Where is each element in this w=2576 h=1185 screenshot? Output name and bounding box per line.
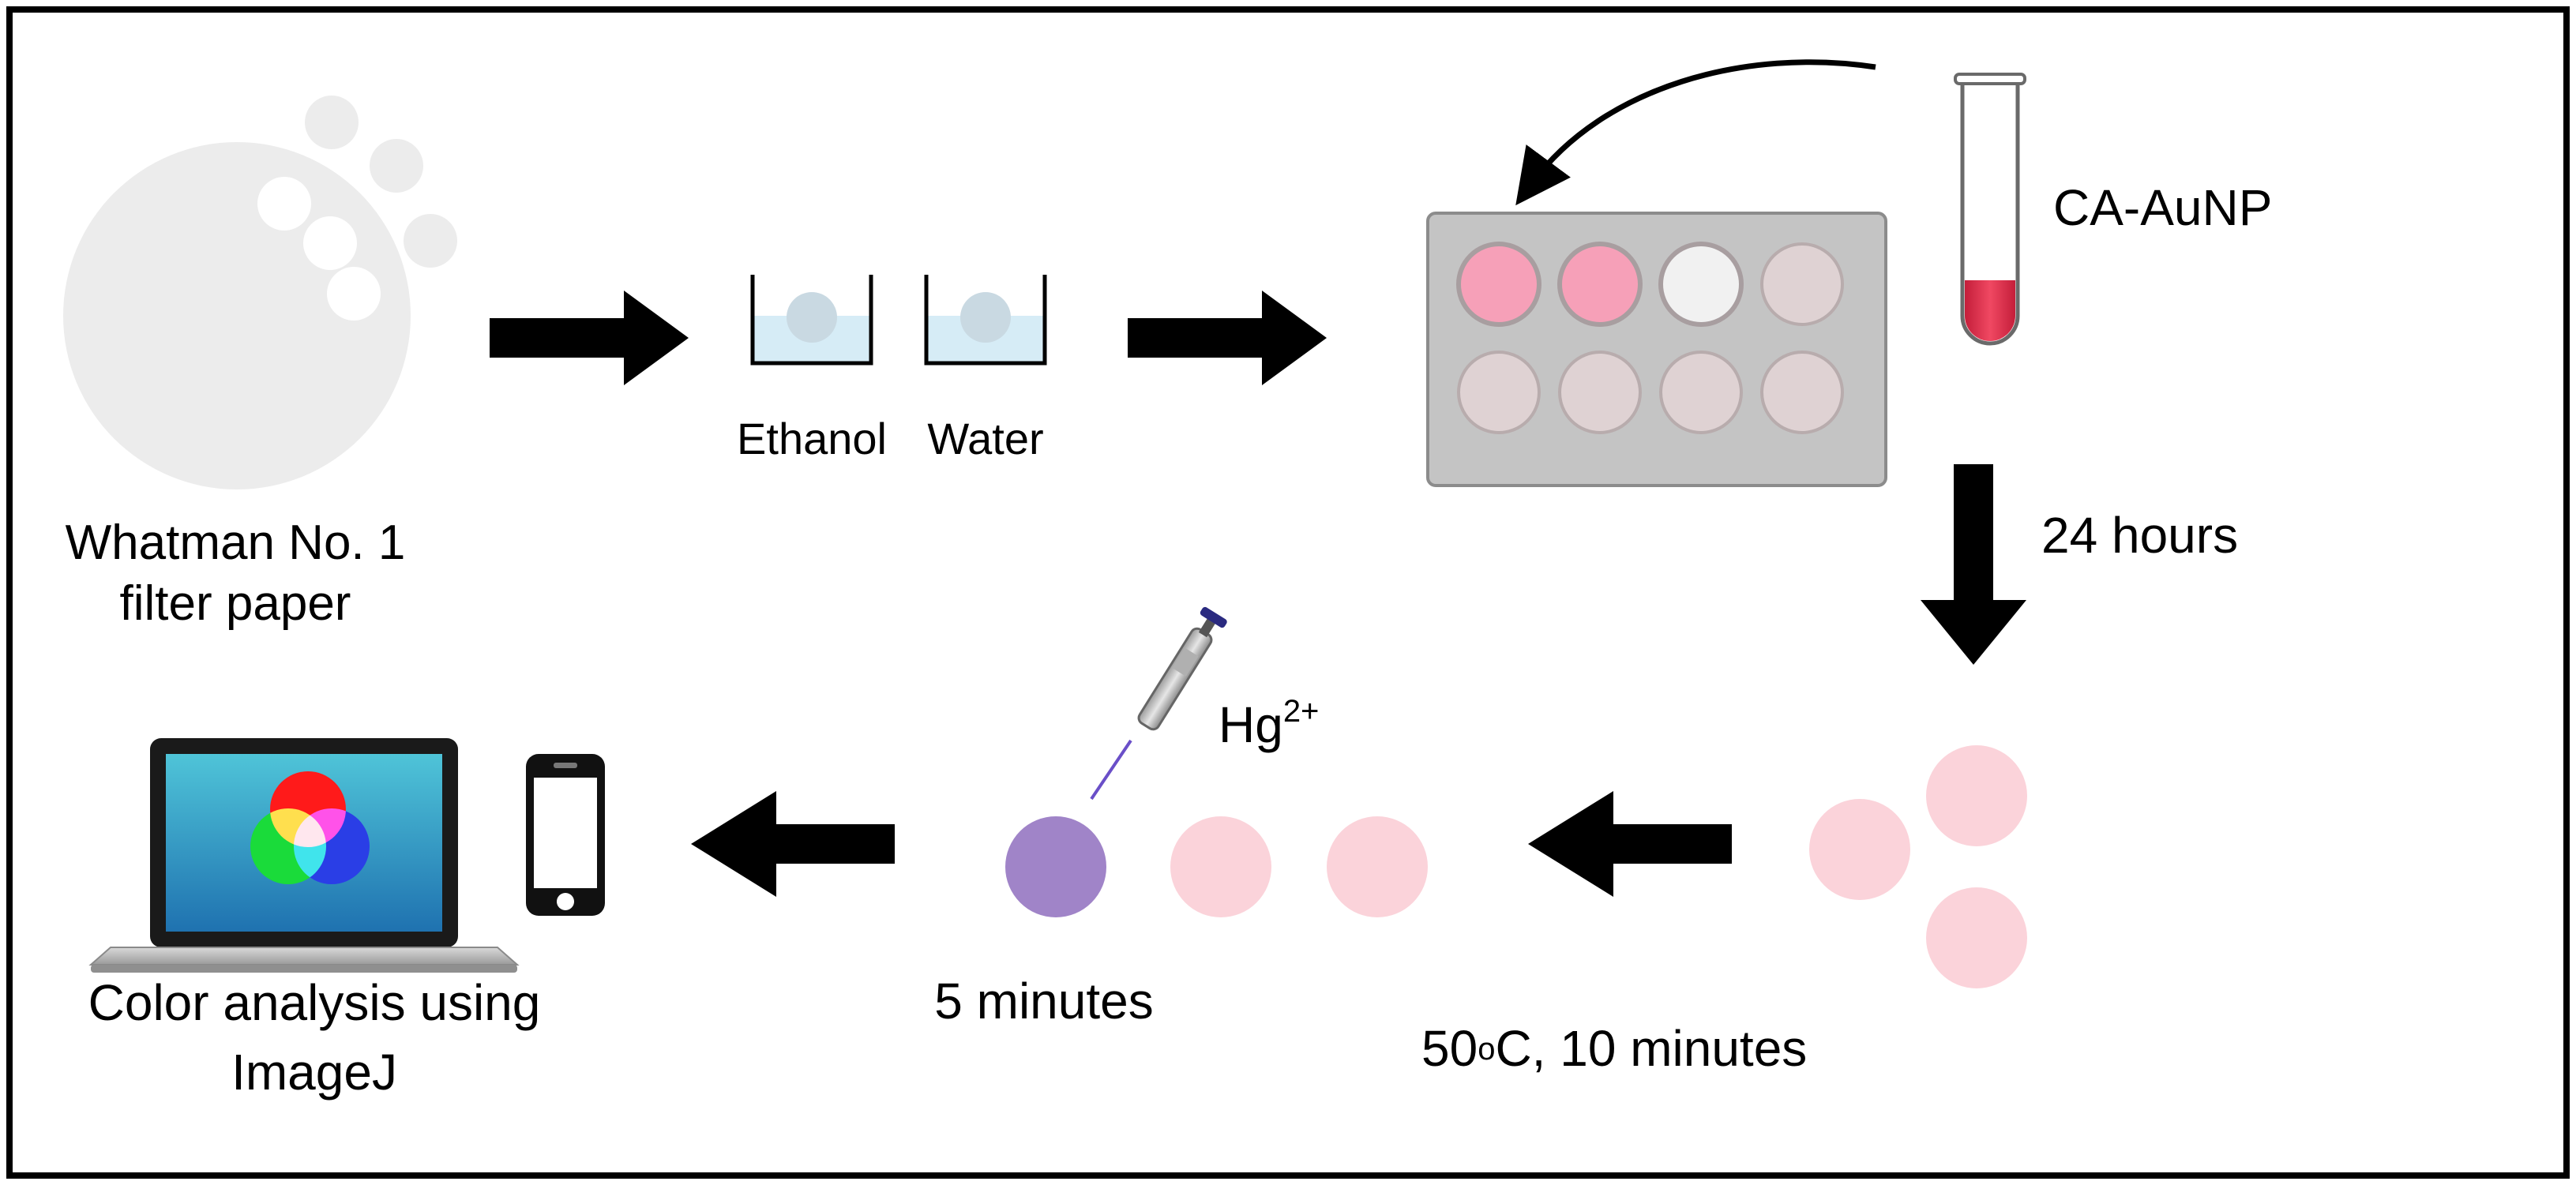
diagram-border — [6, 6, 2570, 1179]
incubation-time-label: 24 hours — [2041, 507, 2238, 564]
reagent-label: CA-AuNP — [2053, 179, 2272, 236]
analysis-label-line2: ImageJ — [231, 1044, 397, 1101]
filter-paper-label-line1: Whatman No. 1 — [66, 516, 406, 570]
beaker-icon — [750, 275, 873, 366]
drying-label: 50oC, 10 minutes — [1421, 1020, 1807, 1077]
arrow-left-2 — [691, 791, 895, 897]
curved-arrow — [1515, 59, 1876, 206]
ethanol-label: Ethanol — [737, 414, 887, 463]
reaction-time-label: 5 minutes — [934, 973, 1153, 1029]
filter-paper-icon — [63, 96, 457, 489]
well-plate-icon — [1426, 212, 1887, 487]
analysis-label-line1: Color analysis using — [88, 974, 541, 1031]
water-label: Water — [927, 414, 1043, 463]
beaker-icon — [924, 275, 1047, 366]
rgb-venn-icon — [250, 771, 370, 884]
tested-discs — [1005, 816, 1428, 917]
pipette-icon — [1090, 606, 1227, 801]
dried-pink-discs — [1809, 745, 2027, 988]
ion-label: Hg2+ — [1219, 694, 1319, 753]
arrow-right-1 — [490, 291, 689, 385]
test-tube-icon — [1954, 73, 2026, 346]
arrow-left-1 — [1528, 791, 1732, 897]
arrow-right-2 — [1128, 291, 1327, 385]
smartphone-icon — [526, 754, 605, 916]
filter-paper-label-line2: filter paper — [120, 576, 351, 631]
arrow-down — [1921, 464, 2026, 665]
